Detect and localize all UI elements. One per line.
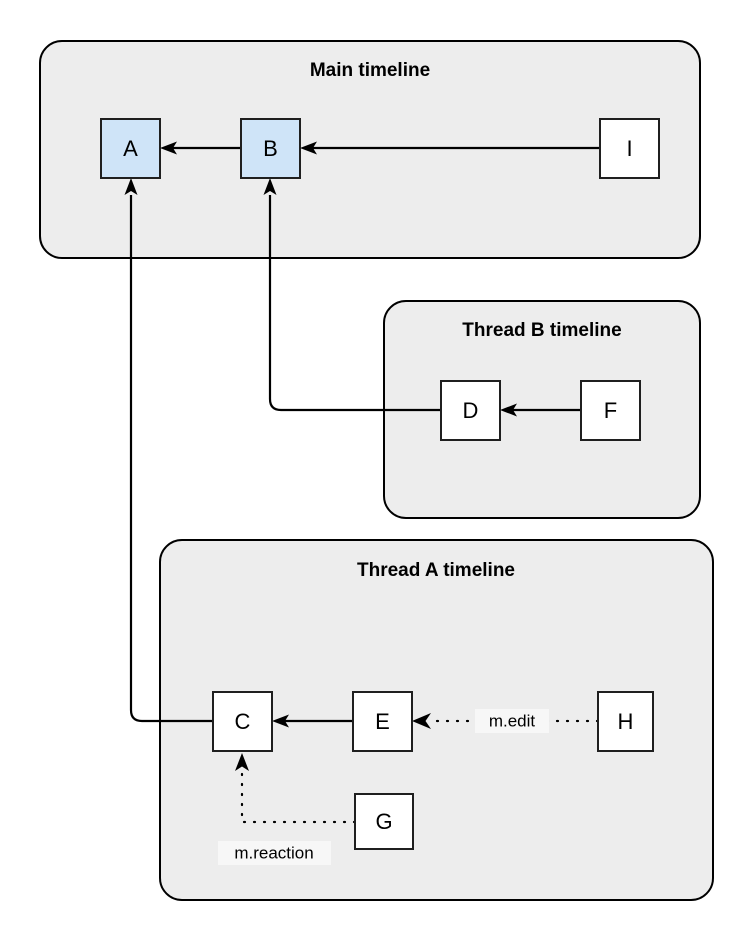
edge-e-to-c-arrowhead bbox=[272, 714, 289, 728]
node-b[interactable]: B bbox=[240, 118, 301, 179]
edge-label-m-edit-background bbox=[475, 709, 549, 733]
edge-e-to-c[interactable] bbox=[272, 714, 353, 728]
node-e-rect[interactable] bbox=[352, 691, 413, 752]
edge-c-to-a-arrowhead bbox=[124, 178, 138, 195]
node-d-rect[interactable] bbox=[440, 380, 501, 441]
edge-b-to-a-arrowhead bbox=[160, 141, 177, 155]
edge-d-to-b-arrowhead bbox=[263, 178, 277, 195]
edge-label-m-reaction: m.reaction bbox=[234, 843, 313, 862]
node-i-rect[interactable] bbox=[599, 118, 660, 179]
node-f-rect[interactable] bbox=[580, 380, 641, 441]
node-e-label: E bbox=[375, 709, 390, 734]
edge-g-to-c-line bbox=[240, 768, 357, 824]
node-c-label: C bbox=[235, 709, 251, 734]
node-d-label: D bbox=[463, 398, 479, 423]
edge-f-to-d-arrowhead bbox=[500, 403, 517, 417]
node-c-rect[interactable] bbox=[212, 691, 273, 752]
container-main-timeline-title: Main timeline bbox=[310, 60, 430, 81]
node-g-label: G bbox=[375, 809, 392, 834]
edge-b-to-a[interactable] bbox=[160, 141, 241, 155]
node-a-label: A bbox=[123, 136, 138, 161]
edge-f-to-d[interactable] bbox=[500, 403, 581, 417]
container-main-timeline-rect[interactable] bbox=[39, 40, 701, 259]
edge-g-to-c[interactable]: m.reaction bbox=[218, 753, 357, 865]
edge-d-to-b-line bbox=[268, 195, 441, 412]
node-i[interactable]: I bbox=[599, 118, 660, 179]
edge-d-to-b[interactable] bbox=[263, 178, 442, 412]
node-i-label: I bbox=[626, 136, 632, 161]
node-g[interactable]: G bbox=[354, 793, 414, 850]
node-b-rect[interactable] bbox=[240, 118, 301, 179]
edge-i-to-b[interactable] bbox=[300, 141, 600, 155]
edge-i-to-b-arrowhead bbox=[300, 141, 317, 155]
edge-c-to-a-line bbox=[129, 195, 213, 723]
node-e[interactable]: E bbox=[352, 691, 413, 752]
node-f-label: F bbox=[604, 398, 617, 423]
node-a-rect[interactable] bbox=[100, 118, 161, 179]
node-h-label: H bbox=[618, 709, 634, 734]
node-h[interactable]: H bbox=[597, 691, 654, 752]
edge-h-to-e-arrowhead bbox=[412, 713, 431, 729]
edge-label-m-edit: m.edit bbox=[489, 711, 536, 730]
container-main-timeline[interactable]: Main timeline bbox=[39, 40, 701, 259]
node-a[interactable]: A bbox=[100, 118, 161, 179]
node-f[interactable]: F bbox=[580, 380, 641, 441]
edge-c-to-a[interactable] bbox=[124, 178, 214, 723]
node-d[interactable]: D bbox=[440, 380, 501, 441]
node-c[interactable]: C bbox=[212, 691, 273, 752]
edge-g-to-c-arrowhead bbox=[235, 753, 249, 771]
container-thread-a-timeline-title: Thread A timeline bbox=[357, 560, 515, 581]
edge-h-to-e[interactable]: m.edit bbox=[412, 709, 600, 733]
node-g-rect[interactable] bbox=[354, 793, 414, 850]
node-b-label: B bbox=[263, 136, 278, 161]
node-h-rect[interactable] bbox=[597, 691, 654, 752]
edge-label-m-reaction-background bbox=[218, 841, 331, 865]
container-thread-b-timeline-title: Thread B timeline bbox=[462, 320, 621, 341]
